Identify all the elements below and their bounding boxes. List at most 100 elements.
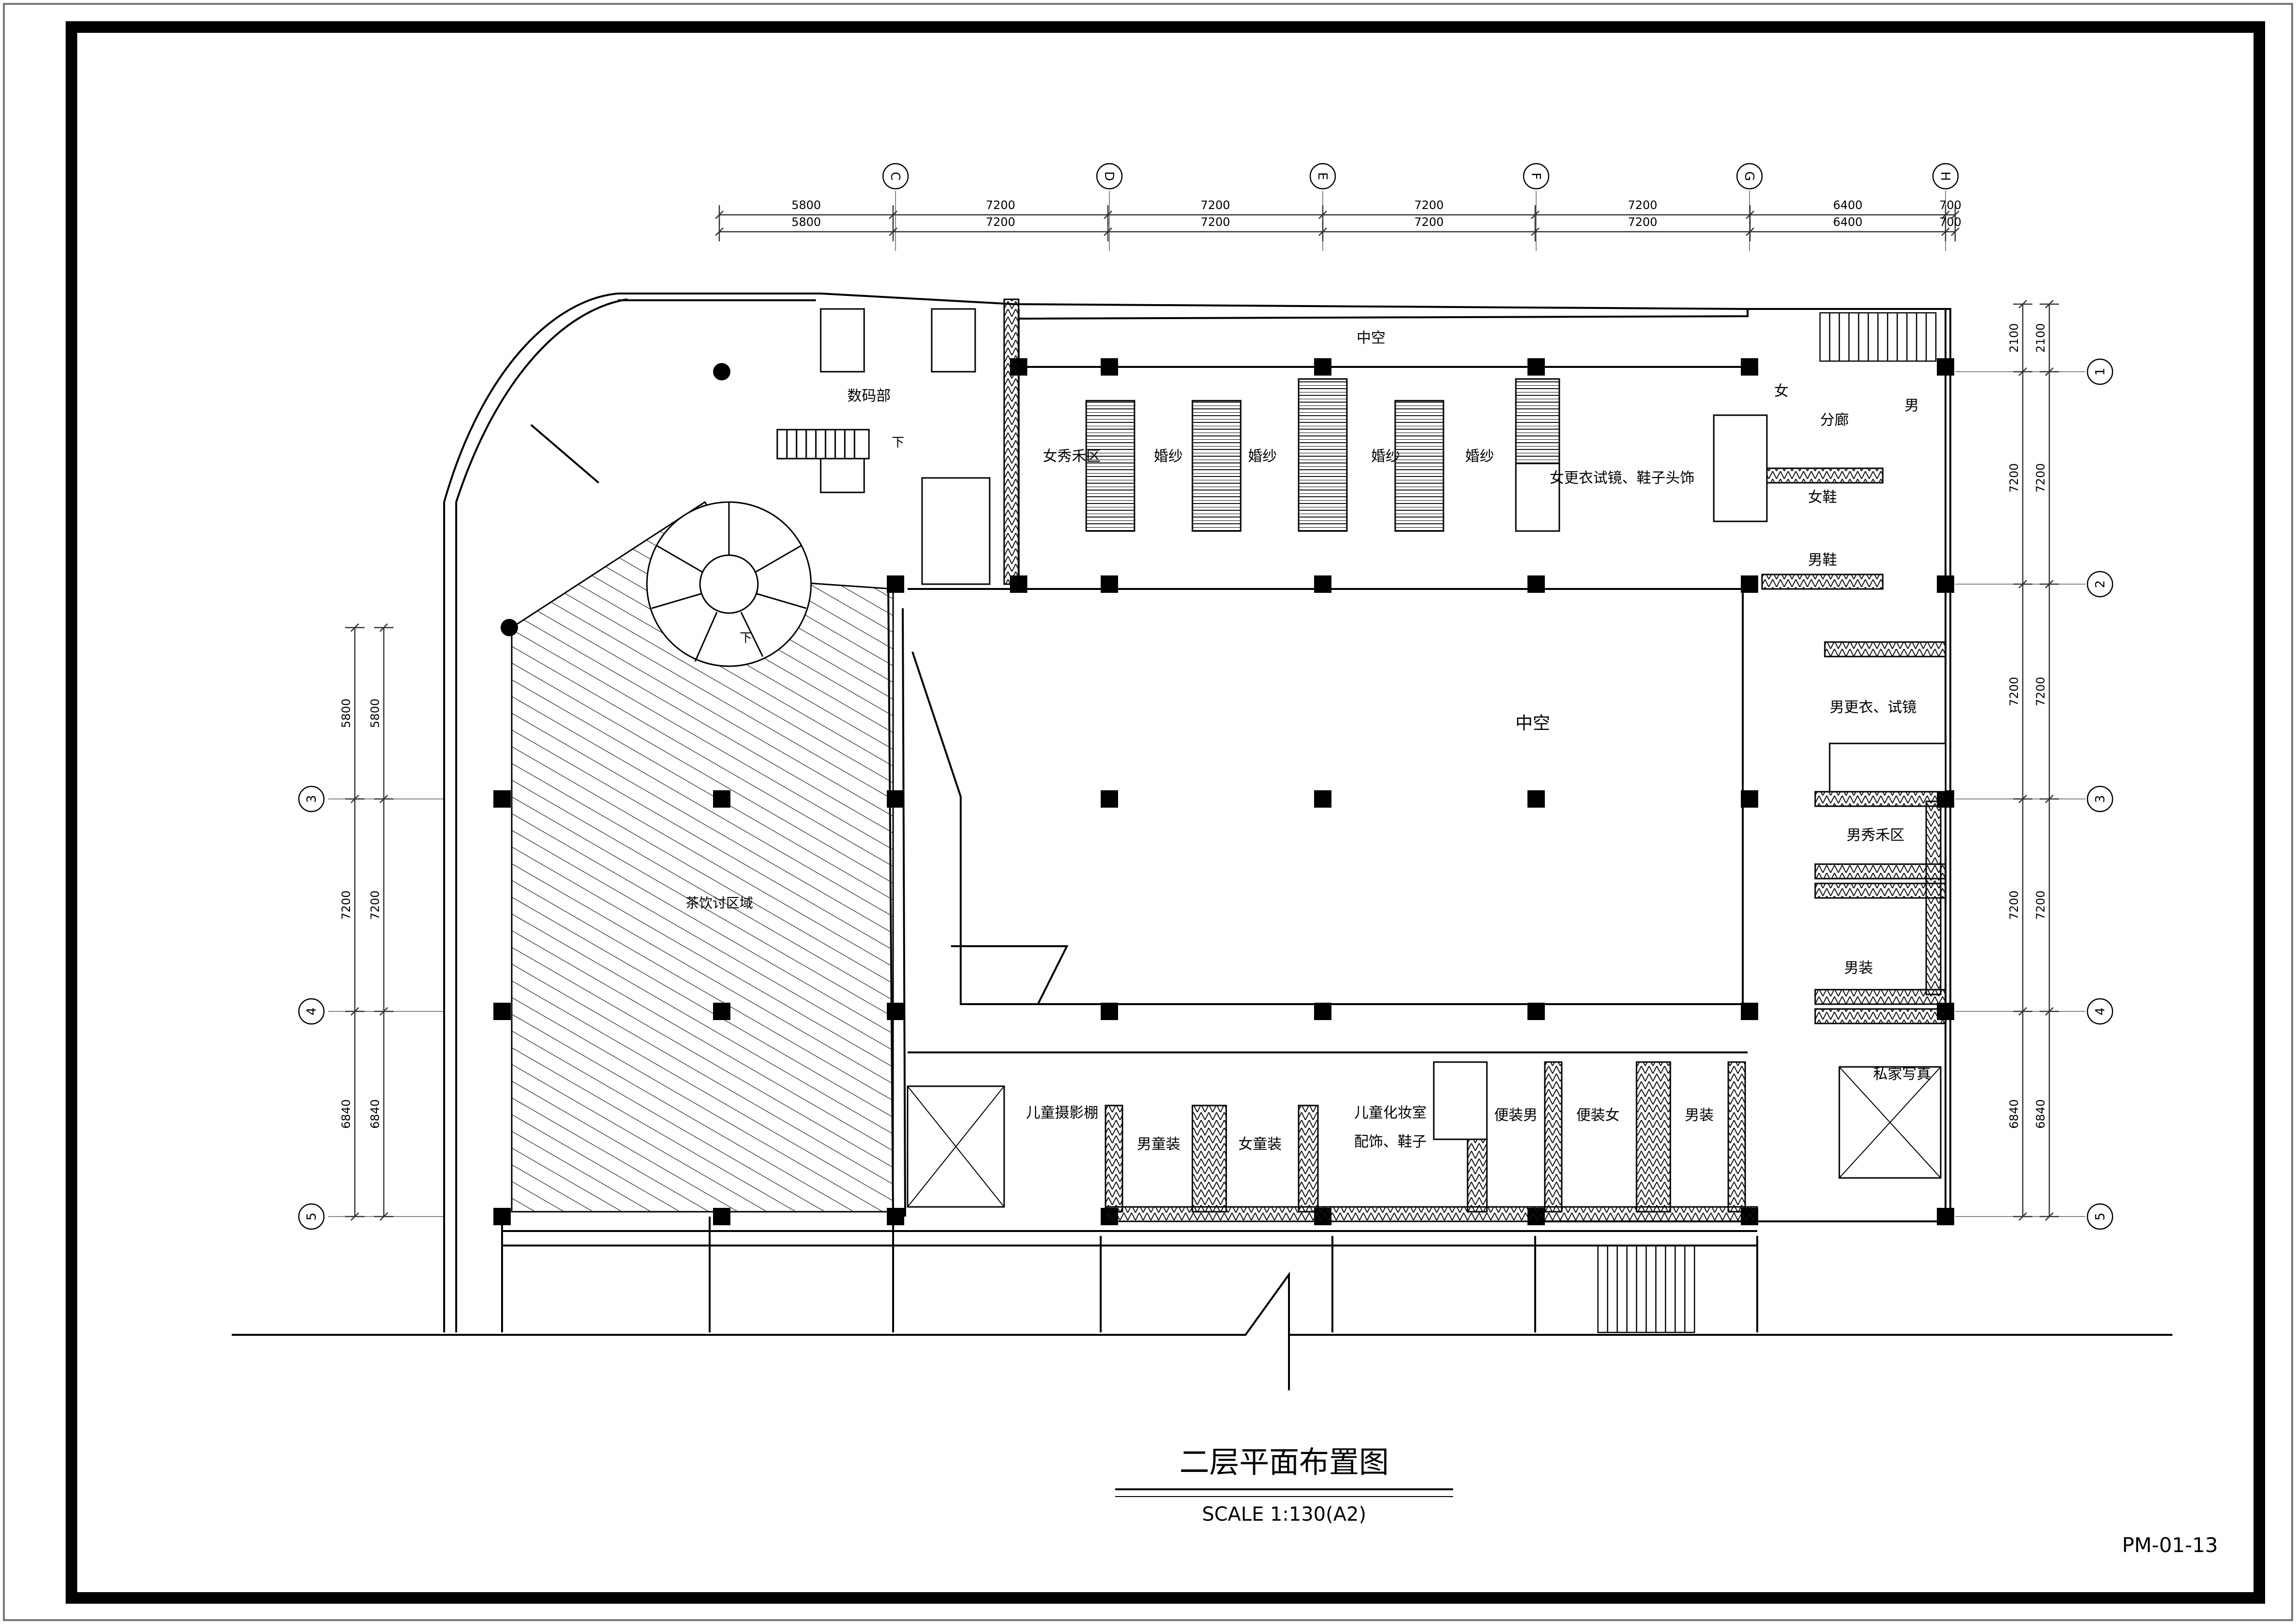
left-dim-slash: [379, 795, 388, 803]
axis-bubble-column: [1309, 163, 1336, 190]
right-dim-slash: [2045, 1212, 2054, 1221]
left-dim-slash: [379, 623, 388, 632]
dimension-lines: [345, 205, 2059, 1221]
axis-bubble-column: [1932, 163, 1959, 190]
axis-label-row-right: 3: [2093, 795, 2108, 803]
left-dim-slash: [350, 1007, 359, 1016]
column: [1937, 358, 1954, 376]
right-dim-label: 6840: [2034, 1099, 2047, 1129]
column: [887, 1003, 904, 1020]
axis-bubble-row-left: [298, 785, 325, 812]
north-wall-inner: [618, 299, 1951, 1222]
sheet-number: PM-01-13: [2122, 1533, 2218, 1557]
column: [1741, 575, 1758, 593]
axis-label-row-left: 5: [305, 1213, 319, 1221]
stair-northeast: [1819, 312, 1937, 362]
facade-segment: [530, 424, 600, 484]
top-dim-slash: [889, 227, 897, 236]
top-dim-slash: [715, 227, 724, 236]
top-dim-slash: [1318, 227, 1327, 236]
top-dim-slash: [1951, 210, 1960, 219]
top-dim-slash: [1941, 210, 1950, 219]
label-men-shoes: 男鞋: [1808, 552, 1837, 569]
axis-bubble-row-right: [2086, 998, 2114, 1025]
label-kids-makeup: 儿童化妆室: [1354, 1105, 1427, 1121]
right-dim-slash: [2018, 580, 2027, 588]
label-women-sign: 女: [1774, 383, 1789, 400]
label-private-photo: 私家写真: [1873, 1066, 1931, 1083]
column: [1937, 1208, 1954, 1225]
axis-label-column: E: [1315, 172, 1330, 180]
studio-backdrops: [907, 1066, 1942, 1208]
column: [1937, 575, 1954, 593]
axis-bubble-row-right: [2086, 785, 2114, 812]
axis-bubble-row-right: [2086, 571, 2114, 598]
south-wall: [501, 1217, 894, 1332]
top-dim-label: 7200: [1628, 198, 1657, 212]
left-dim-label: 6840: [368, 1099, 382, 1129]
axis-label-row-left: 3: [305, 795, 319, 803]
label-casual-women: 便装女: [1576, 1107, 1620, 1124]
label-women-fitting: 女更衣试镜、鞋子头饰: [1550, 470, 1694, 487]
column-round: [501, 619, 518, 636]
axis-label-column: H: [1938, 171, 1952, 181]
column: [1741, 358, 1758, 376]
label-void-center: 中空: [1515, 714, 1550, 733]
column: [493, 790, 511, 808]
hatched-boundary-2: [902, 608, 906, 1217]
label-stair-down-1: 下: [892, 435, 904, 450]
column: [887, 575, 904, 593]
atrium-stair: [951, 945, 1069, 1005]
top-dim-slash: [1746, 210, 1754, 219]
right-dim-label: 7200: [2034, 890, 2047, 920]
column: [713, 1208, 730, 1225]
label-girls-wear: 女童装: [1238, 1136, 1282, 1153]
column: [493, 1208, 511, 1225]
column: [493, 1003, 511, 1020]
label-casual-men: 便装男: [1494, 1107, 1538, 1124]
stair-digital: [776, 429, 870, 460]
axis-label-row-right: 5: [2093, 1213, 2108, 1221]
column: [887, 1208, 904, 1225]
right-dim-slash: [2045, 300, 2054, 308]
right-dim-label: 7200: [2007, 677, 2021, 706]
top-dim-label: 6400: [1833, 198, 1862, 212]
axis-bubble-column: [882, 163, 909, 190]
top-dim-label: 7200: [1201, 215, 1230, 229]
label-men-sign: 男: [1904, 397, 1919, 414]
axis-bubble-column: [1096, 163, 1123, 190]
axis-bubble-row-right: [2086, 1203, 2114, 1230]
left-dim-label: 7200: [368, 890, 382, 920]
right-dim-slash: [2018, 1212, 2027, 1221]
column: [1101, 1003, 1118, 1020]
column: [1101, 575, 1118, 593]
axis-label-row-right: 2: [2093, 580, 2108, 588]
north-wall: [618, 293, 1748, 310]
column: [1741, 1003, 1758, 1020]
right-dim-label: 7200: [2034, 677, 2047, 706]
axis-bubble-column: [1736, 163, 1763, 190]
right-dim-slash: [2045, 1007, 2054, 1016]
right-dim-slash: [2018, 367, 2027, 376]
label-hatched-area: 茶饮讨区域: [686, 895, 753, 911]
axis-label-column: G: [1742, 171, 1756, 181]
room-labels: 数码部 中空 中空 女秀禾区 婚纱 婚纱 婚纱 婚纱 女更衣试镜、鞋子头饰 分廊…: [686, 330, 1931, 1153]
top-dim-label: 5800: [791, 198, 821, 212]
left-dim-slash: [350, 1212, 359, 1221]
top-dim-label: 700: [1939, 215, 1961, 229]
top-dim-label: 700: [1939, 198, 1961, 212]
column: [1314, 1003, 1331, 1020]
south-annex: [1100, 1236, 1758, 1332]
right-dim-label: 7200: [2007, 890, 2021, 920]
left-dim-label: 7200: [339, 890, 353, 920]
column: [1314, 790, 1331, 808]
label-wedding-2: 婚纱: [1248, 448, 1277, 465]
right-dim-label: 6840: [2007, 1099, 2021, 1129]
left-dim-slash: [350, 795, 359, 803]
drawing-scale: SCALE 1:130(A2): [1202, 1503, 1366, 1526]
left-dim-slash: [379, 1212, 388, 1221]
column: [1101, 358, 1118, 376]
